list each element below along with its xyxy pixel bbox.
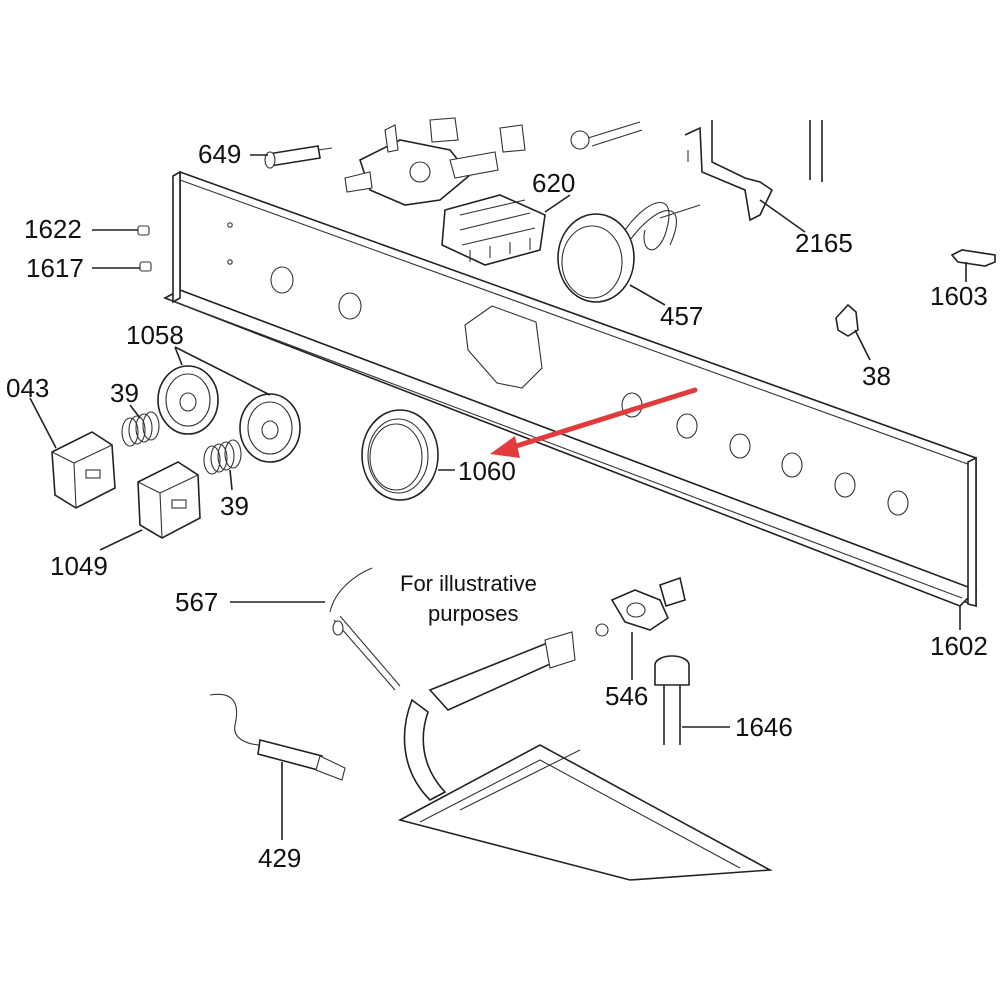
thermocouple-part-567 [329, 567, 401, 691]
screw-part-1622 [137, 225, 150, 236]
clip-part-1603 [950, 249, 996, 267]
label-1060: 1060 [458, 456, 516, 486]
label-429: 429 [258, 843, 301, 873]
illustrative-note-line1: For illustrative [400, 571, 537, 596]
tube-part-1646 [654, 655, 690, 745]
bracket-part-2165 [684, 120, 823, 222]
label-1622: 1622 [24, 214, 82, 244]
label-2165: 2165 [795, 228, 853, 258]
electrode-part-429 [209, 693, 346, 781]
label-38: 38 [862, 361, 891, 391]
label-457: 457 [660, 301, 703, 331]
burner-assembly [397, 631, 773, 881]
label-620: 620 [532, 168, 575, 198]
ignition-module-part-546 [595, 576, 686, 637]
label-043: 043 [6, 373, 49, 403]
label-1603: 1603 [930, 281, 988, 311]
clip-part-38 [835, 303, 859, 337]
highlight-arrow [490, 387, 698, 458]
label-1646: 1646 [735, 712, 793, 742]
label-1049: 1049 [50, 551, 108, 581]
label-39-bottom: 39 [220, 491, 249, 521]
knob-bezel-part-1058 [157, 365, 301, 463]
label-1617: 1617 [26, 253, 84, 283]
control-panel [163, 170, 978, 608]
screw-part-1617 [139, 261, 152, 272]
illustrative-note-line2: purposes [428, 601, 519, 626]
thermostat-part-457 [557, 202, 701, 303]
gas-valve-assembly [344, 117, 643, 206]
label-649: 649 [198, 139, 241, 169]
label-567: 567 [175, 587, 218, 617]
leader-lines [29, 154, 967, 840]
igniter-part-649 [264, 145, 333, 169]
spring-part-39 [121, 411, 242, 475]
knob-part-1049 [137, 461, 201, 539]
label-1058: 1058 [126, 320, 184, 350]
label-39-top: 39 [110, 378, 139, 408]
knob-part-043 [51, 431, 116, 509]
label-546: 546 [605, 681, 648, 711]
selector-switch-part-620 [441, 194, 546, 266]
bezel-ring-part-1060 [361, 409, 439, 501]
label-1602: 1602 [930, 631, 988, 661]
